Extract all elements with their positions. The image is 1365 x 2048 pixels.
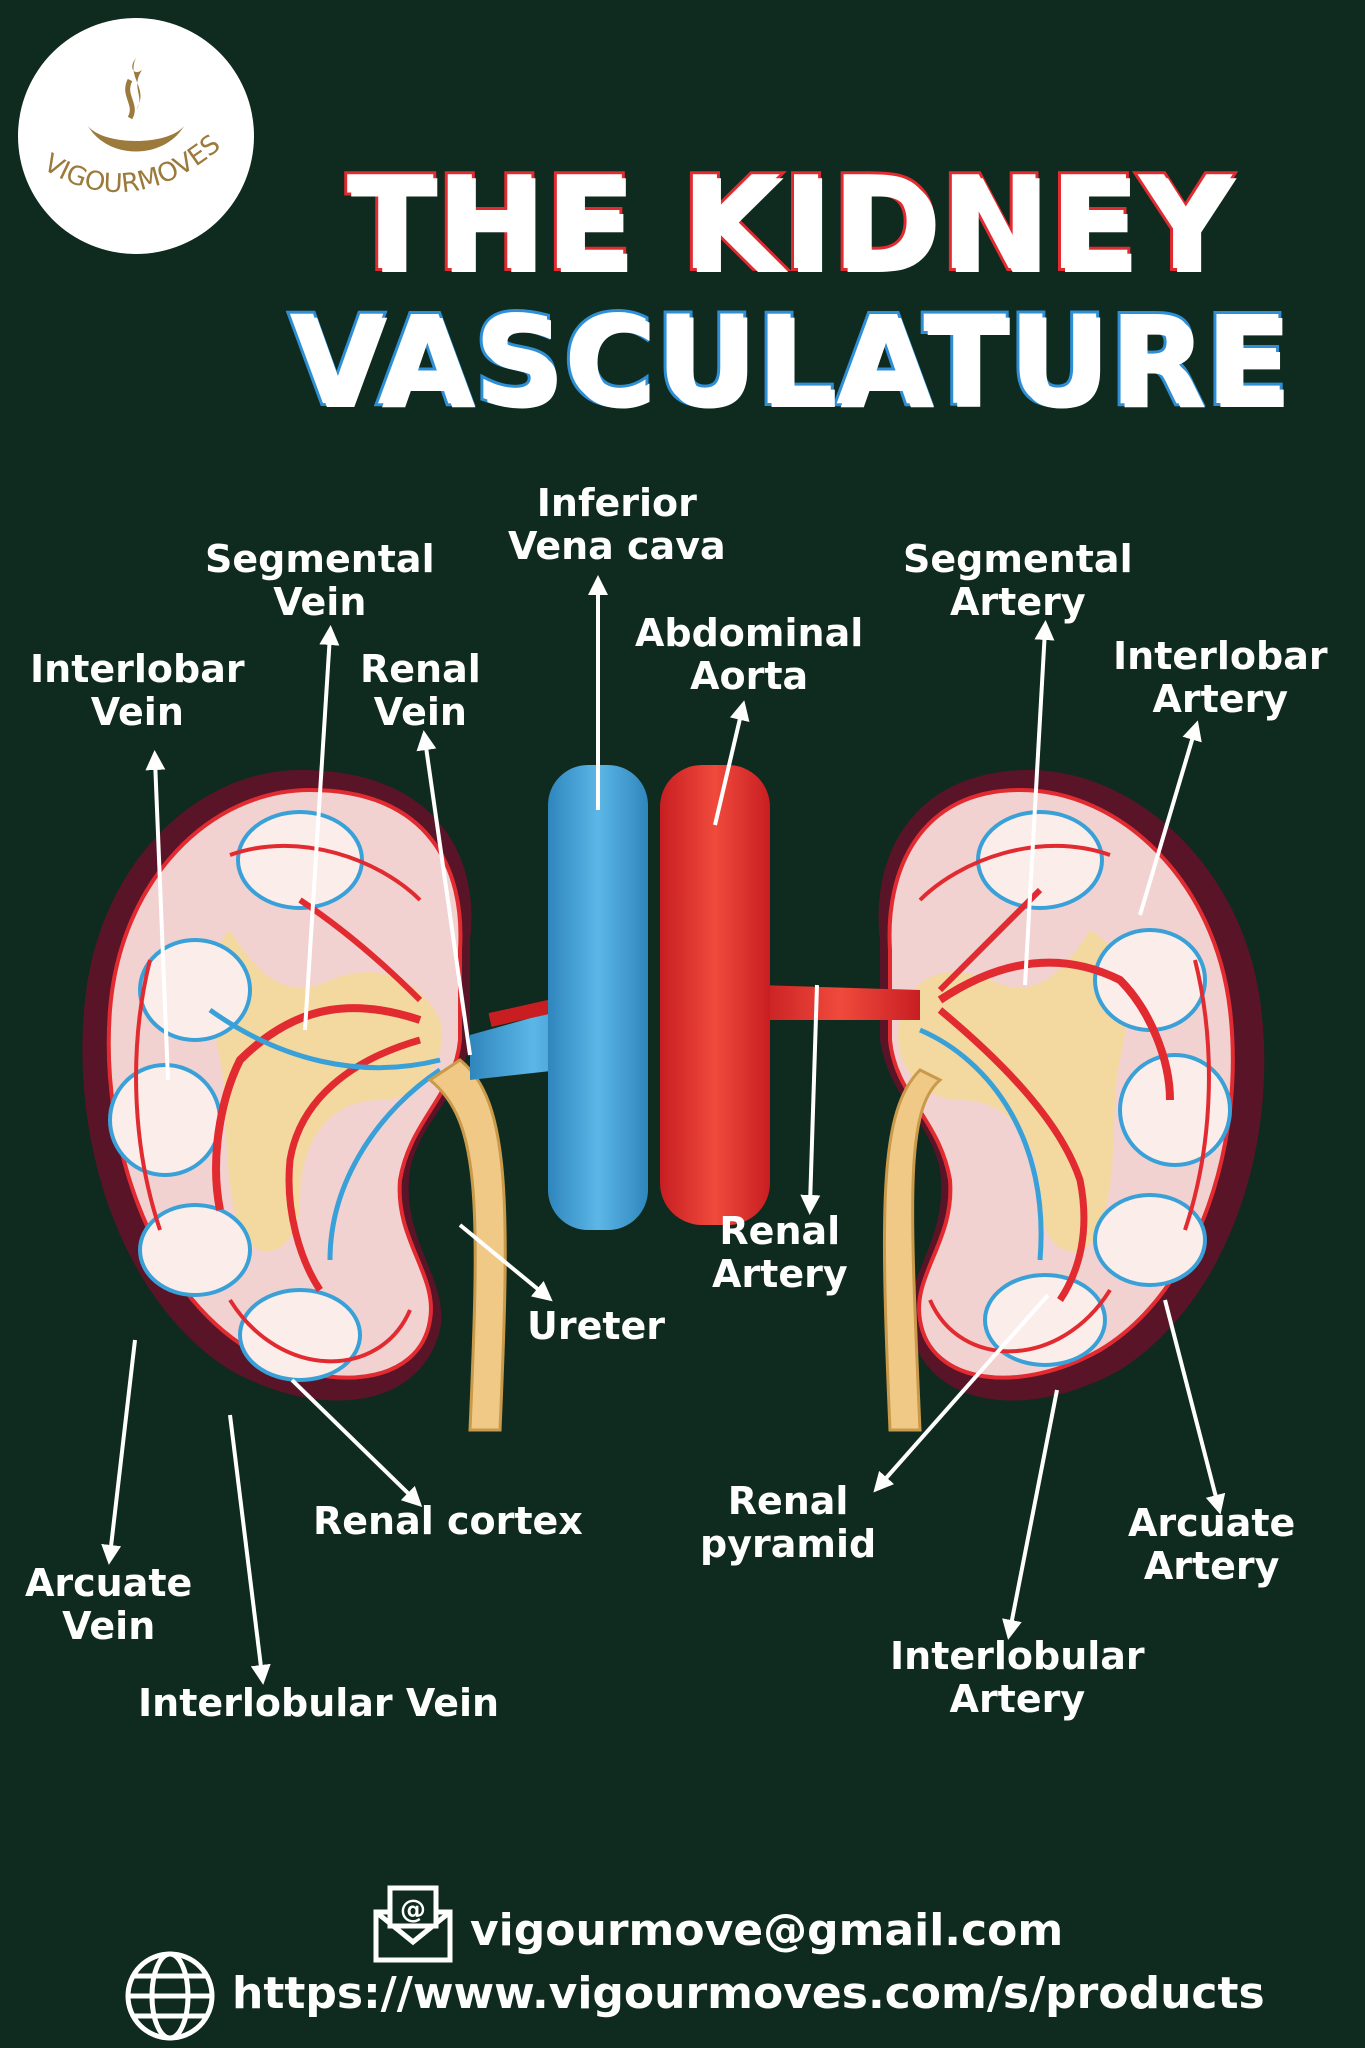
label-segmental-artery: Segmental Artery — [903, 537, 1133, 624]
label-ureter: Ureter — [527, 1304, 666, 1348]
label-interlobar-vein: Interlobar Vein — [30, 647, 245, 734]
label-renal-pyramid: Renal pyramid — [700, 1479, 877, 1566]
label-inferior-vena-cava: Inferior Vena cava — [508, 481, 726, 568]
svg-text:@: @ — [400, 1895, 426, 1925]
left-kidney — [82, 770, 507, 1432]
label-interlobar-artery: Interlobar Artery — [1113, 634, 1328, 721]
inferior-vena-cava-vessel — [548, 765, 648, 1230]
label-renal-cortex: Renal cortex — [313, 1499, 583, 1543]
envelope-at-icon: @ — [373, 1885, 453, 1963]
right-kidney — [878, 770, 1265, 1432]
label-arcuate-artery: Arcuate Artery — [1128, 1501, 1296, 1588]
contact-website-link[interactable]: https://www.vigourmoves.com/s/products — [232, 1968, 1265, 2019]
logo-flame-bowl-icon — [88, 58, 184, 152]
label-interlobular-artery: Interlobular Artery — [890, 1634, 1145, 1721]
label-interlobular-vein: Interlobular Vein — [138, 1681, 500, 1725]
label-segmental-vein: Segmental Vein — [205, 537, 435, 624]
label-abdominal-aorta: Abdominal Aorta — [635, 611, 864, 698]
brand-logo: VIGOURMOVES — [18, 18, 254, 254]
globe-icon — [125, 1951, 215, 2041]
abdominal-aorta-vessel — [660, 765, 770, 1225]
page-title-line-2: VASCULATURE — [286, 287, 1291, 435]
pointer-arrows — [101, 575, 1226, 1685]
great-vessels — [470, 765, 920, 1230]
page-title-line-1: THE KIDNEY — [344, 147, 1235, 302]
label-renal-artery: Renal Artery — [712, 1209, 848, 1296]
contact-email[interactable]: vigourmove@gmail.com — [470, 1905, 1064, 1956]
label-arcuate-vein: Arcuate Vein — [25, 1561, 193, 1648]
label-renal-vein: Renal Vein — [360, 647, 481, 734]
